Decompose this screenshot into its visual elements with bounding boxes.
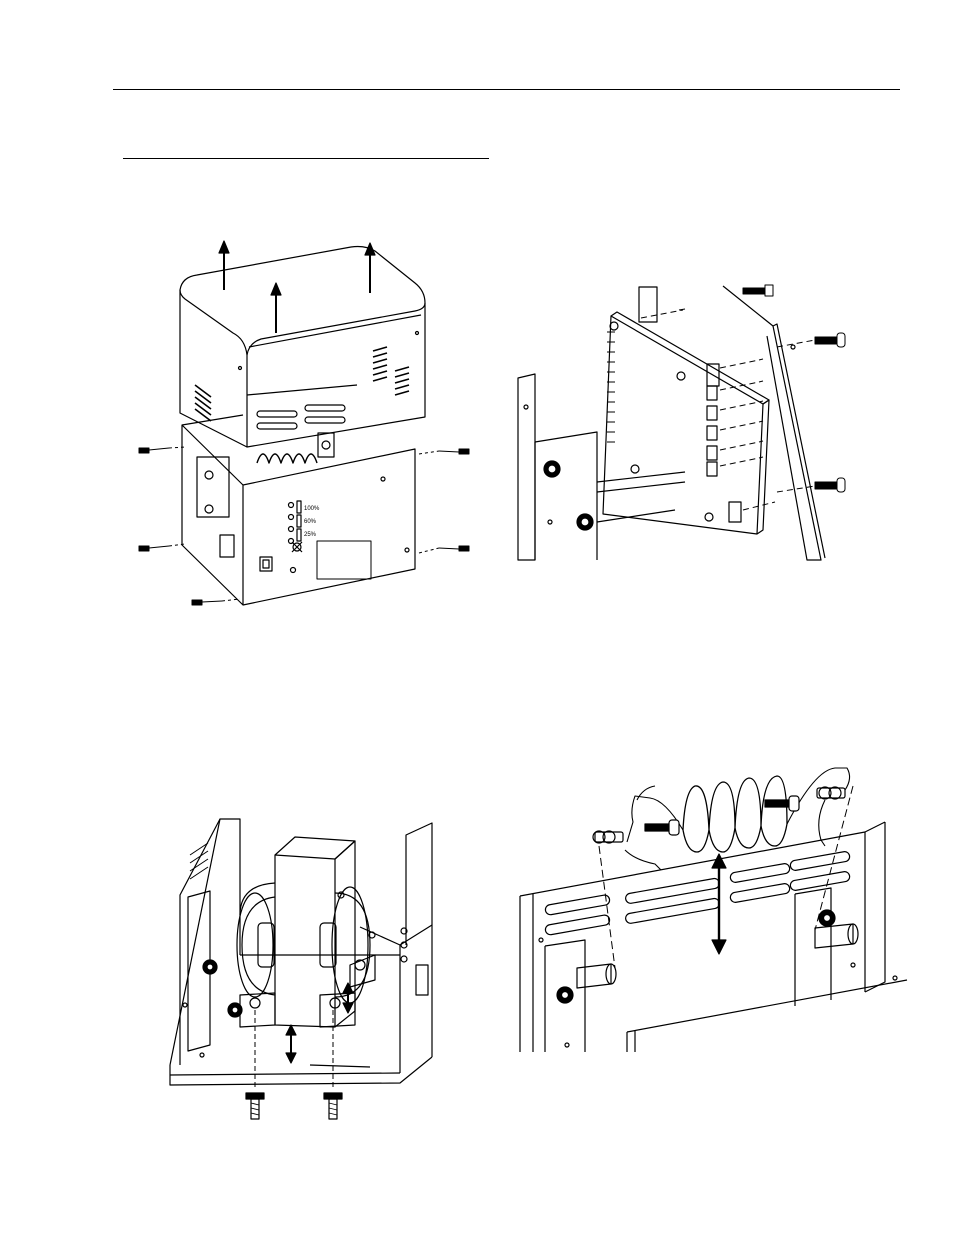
header-rule <box>113 89 900 90</box>
cover-screws <box>139 447 469 605</box>
chassis <box>170 819 432 1085</box>
lift-arrow-left <box>219 241 229 290</box>
up-down-arrow-left <box>286 1025 296 1063</box>
chassis-base <box>182 385 415 605</box>
figure-board-mounting <box>515 282 855 564</box>
switch-label-60: 60% <box>304 519 317 525</box>
switch-label-25: 25% <box>304 532 317 538</box>
up-down-arrow-right <box>343 983 353 1013</box>
up-down-arrow <box>712 854 726 954</box>
enclosure-cover-removal-icon: 100% 60% 25% <box>125 235 485 620</box>
figure-cover-removal: 100% 60% 25% <box>125 235 485 620</box>
back-panel <box>723 286 825 560</box>
figure-resistor-removal <box>515 760 915 1060</box>
side-bracket <box>518 374 685 560</box>
mounting-screws <box>743 285 845 492</box>
section-title-rule <box>123 158 489 159</box>
resistor-bolts <box>593 787 845 843</box>
transformer-removal-icon <box>160 815 450 1125</box>
lift-arrow-center <box>271 283 281 333</box>
circuit-board <box>603 312 769 534</box>
rear-panel <box>520 822 907 1052</box>
enclosure-cover <box>180 247 425 448</box>
transformer-bolts <box>246 1093 342 1119</box>
resistor-leads <box>625 768 850 870</box>
figure-transformer-removal <box>160 815 450 1125</box>
circuit-board-mounting-icon <box>515 282 855 564</box>
switch-label-100: 100% <box>304 506 320 512</box>
coil-resistor-removal-icon <box>515 760 915 1060</box>
resistor-standoffs <box>577 924 858 988</box>
coil-resistor <box>683 776 787 852</box>
